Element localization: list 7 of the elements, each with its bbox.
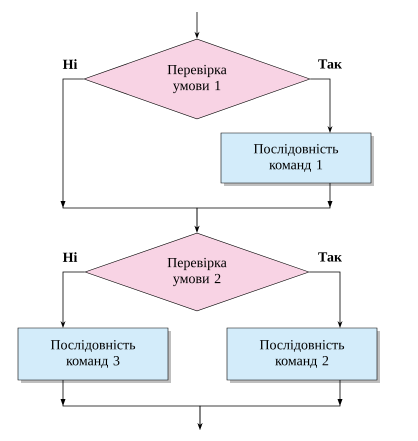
edge-label: Ні [62, 252, 78, 262]
edge-label: Ні [62, 59, 78, 69]
edge-label: Так [318, 59, 342, 69]
process-box: Послідовність команд 3 [18, 328, 171, 383]
process-box: Послідовність команд 1 [220, 132, 374, 186]
edge-label: Так [318, 252, 342, 262]
process-box: Послідовність команд 2 [226, 328, 380, 383]
